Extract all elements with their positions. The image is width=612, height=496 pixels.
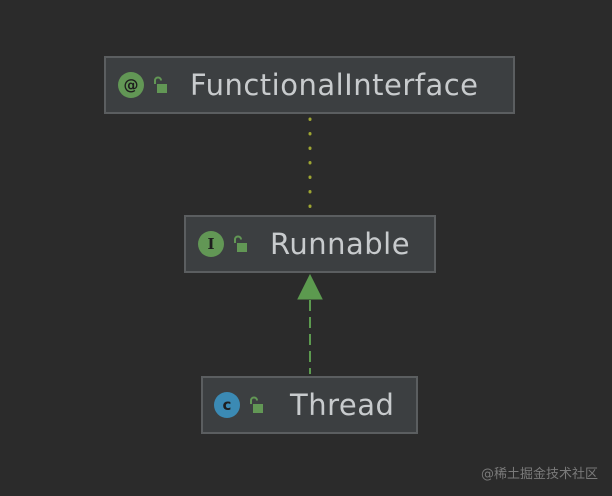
class-icon: c bbox=[214, 392, 240, 418]
node-runnable[interactable]: I Runnable bbox=[184, 215, 436, 273]
node-functional-interface[interactable]: @ FunctionalInterface bbox=[104, 56, 515, 114]
interface-icon: I bbox=[198, 231, 224, 257]
implements-arrowhead bbox=[297, 273, 323, 300]
watermark: @稀土掘金技术社区 bbox=[480, 467, 598, 482]
unlocked-padlock-icon bbox=[250, 396, 263, 413]
node-label-runnable: Runnable bbox=[270, 227, 411, 261]
node-label-functional-interface: FunctionalInterface bbox=[190, 68, 479, 102]
annotation-icon: @ bbox=[118, 72, 144, 98]
node-label-thread: Thread bbox=[290, 388, 395, 422]
unlocked-padlock-icon bbox=[154, 76, 167, 93]
node-thread[interactable]: c Thread bbox=[201, 376, 418, 434]
unlocked-padlock-icon bbox=[234, 235, 247, 252]
